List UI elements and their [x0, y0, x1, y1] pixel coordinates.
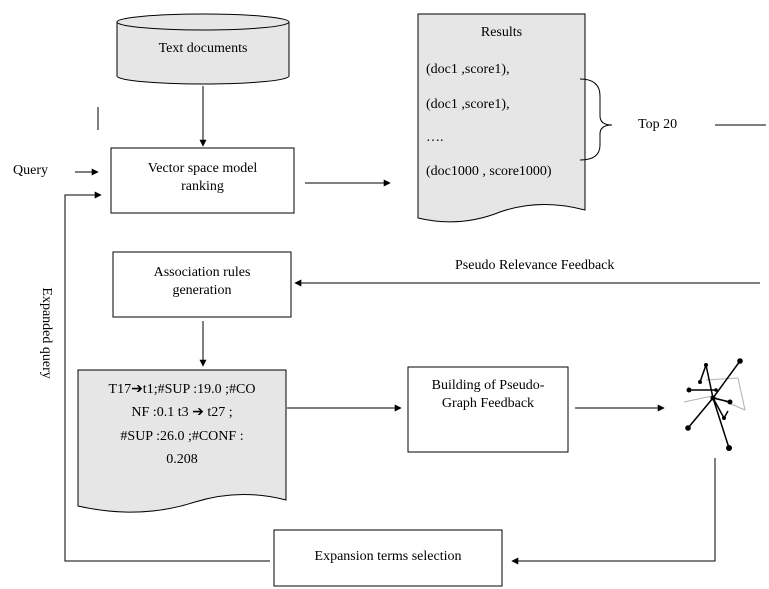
vsm-ranking-box: [110, 147, 295, 214]
expansion-box: [273, 529, 503, 587]
query-label: Query: [13, 163, 48, 178]
rules-document-shape: [77, 369, 287, 513]
building-graph-box: [407, 366, 569, 453]
text-documents-label: Text documents: [158, 41, 248, 56]
assoc-rules-label: Association rules generation: [153, 265, 251, 299]
results-document-shape: [417, 13, 586, 223]
graph-network-icon: [683, 358, 746, 451]
results-ellipsis: ….: [426, 130, 444, 145]
prf-label: Pseudo Relevance Feedback: [455, 258, 615, 273]
rules-line-1: T17➔t1;#SUP :19.0 ;#CO: [108, 382, 256, 397]
rules-line-3: #SUP :26.0 ;#CONF :: [120, 429, 244, 444]
text-documents-cylinder: [116, 13, 290, 85]
building-graph-label: Building of Pseudo- Graph Feedback: [431, 378, 545, 412]
expansion-label: Expansion terms selection: [314, 549, 462, 564]
expanded-query-label: Expanded query: [39, 287, 55, 379]
assoc-rules-box: [112, 251, 292, 318]
results-row-4: (doc1000 , score1000): [426, 164, 552, 179]
rules-line-2: NF :0.1 t3 ➔ t27 ;: [131, 405, 233, 420]
results-title: Results: [480, 25, 523, 40]
top20-brace: [579, 78, 613, 161]
top20-label: Top 20: [638, 117, 678, 132]
results-row-1: (doc1 ,score1),: [426, 62, 510, 77]
results-row-2: (doc1 ,score1),: [426, 97, 510, 112]
vsm-ranking-label: Vector space model ranking: [147, 161, 258, 195]
connector-arrows: [64, 86, 766, 565]
rules-line-4: 0.208: [166, 452, 198, 467]
